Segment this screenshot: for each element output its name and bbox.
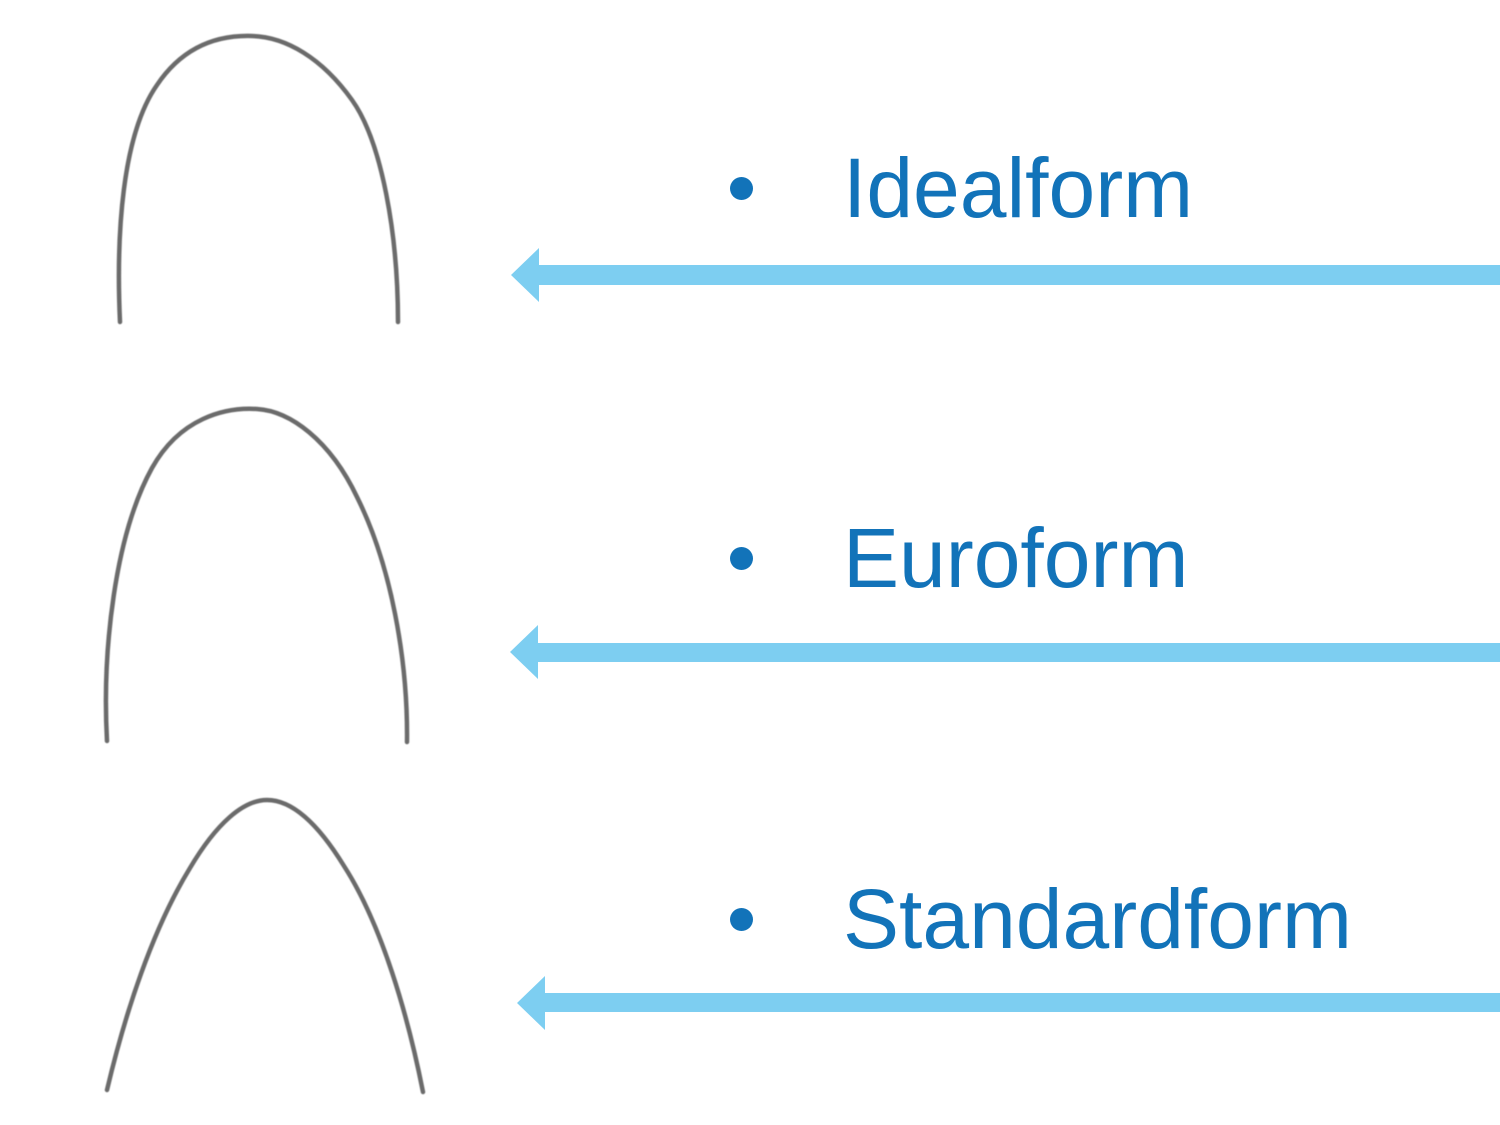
bullet-dot-icon: [730, 176, 753, 200]
left-arrow-icon: [511, 248, 1500, 302]
list-item: Idealform: [730, 146, 1193, 230]
left-arrow-icon: [517, 976, 1500, 1030]
left-arrow-icon: [510, 625, 1500, 679]
bullet-dot-icon: [730, 907, 753, 931]
archwire-idealform-curve: [116, 33, 401, 325]
archform-label: Idealform: [843, 141, 1194, 235]
archform-label: Euroform: [843, 511, 1189, 605]
archform-label: Standardform: [843, 872, 1352, 966]
list-item: Euroform: [730, 516, 1188, 600]
archwire-euroform-curve: [103, 406, 410, 745]
list-item: Standardform: [730, 877, 1352, 961]
bullet-dot-icon: [730, 546, 753, 570]
archwire-standardform-curve: [104, 797, 426, 1095]
